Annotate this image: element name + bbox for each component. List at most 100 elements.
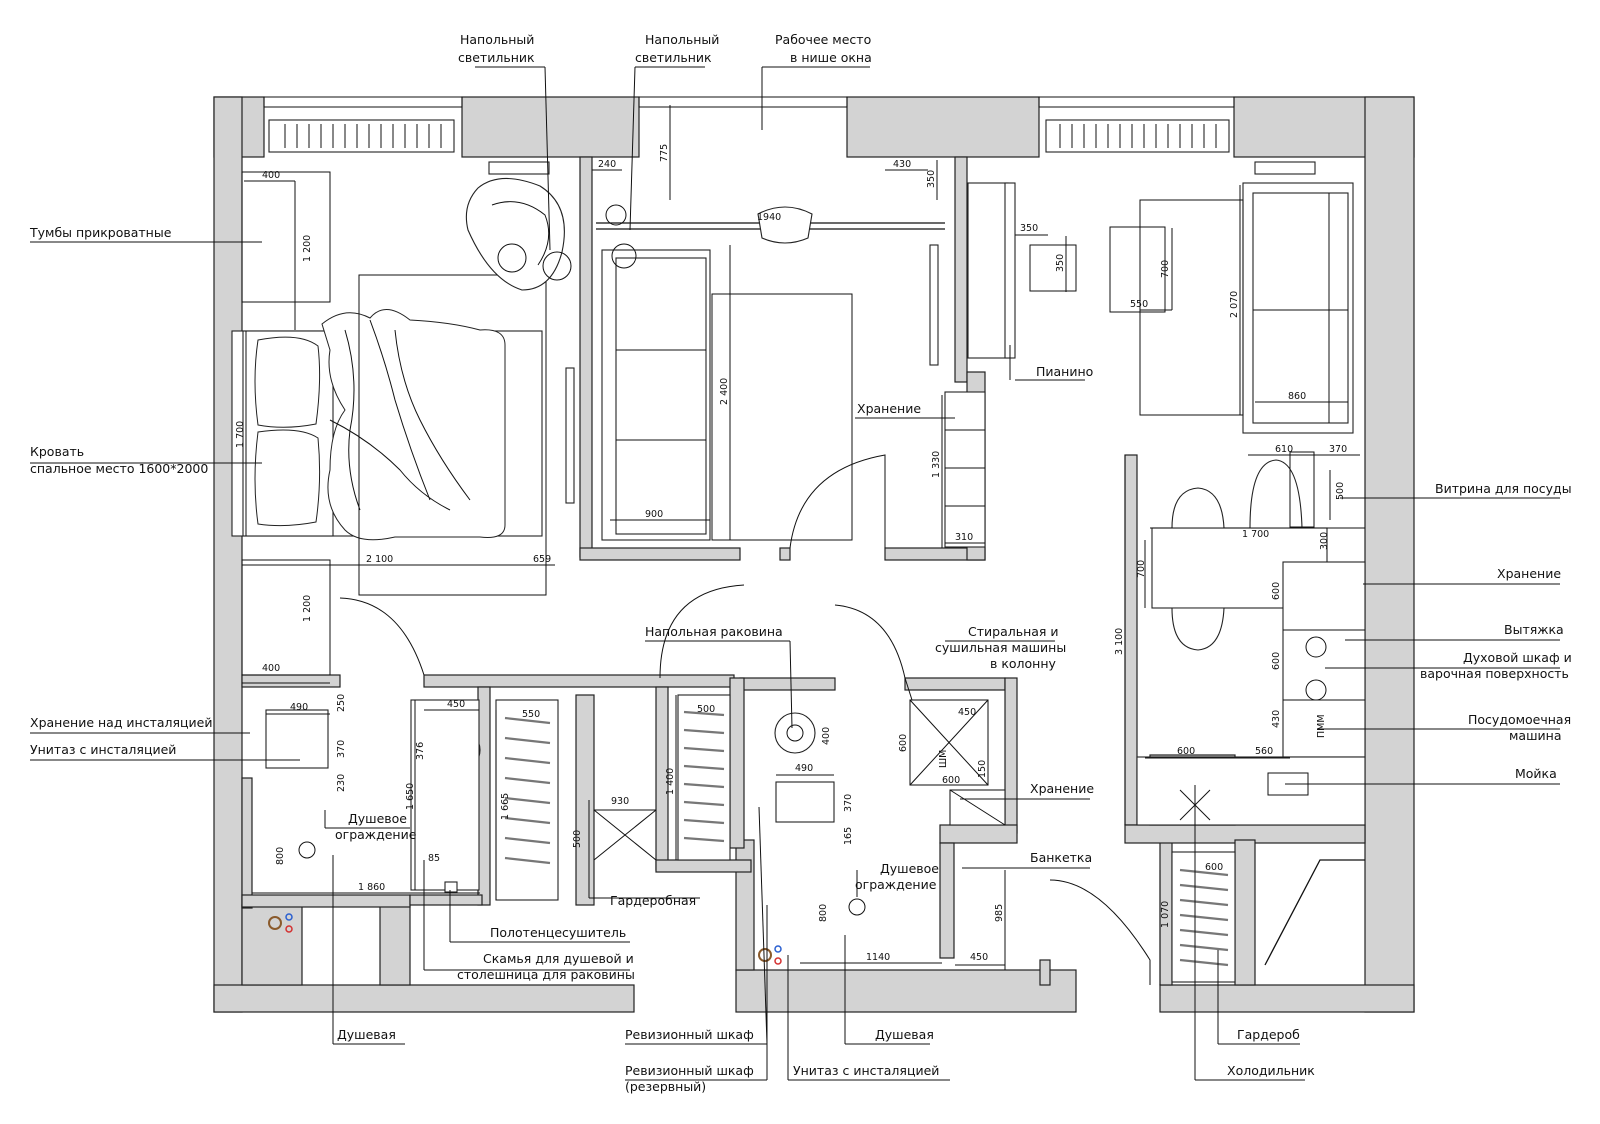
label-dishwasher: Посудомоечная <box>1468 712 1571 727</box>
dim-value: 1 200 <box>302 235 313 262</box>
dim-value: 400 <box>262 170 280 181</box>
svg-text:спальное место 1600*2000: спальное место 1600*2000 <box>30 461 208 476</box>
rug <box>358 274 547 596</box>
towel-dryer <box>444 881 458 893</box>
entry-door-arc <box>1049 879 1151 985</box>
dim-value: 1940 <box>757 212 781 223</box>
dim-value: 165 <box>843 827 854 845</box>
label-hood: Вытяжка <box>1504 622 1564 637</box>
shower-bench <box>410 699 480 891</box>
armchair-icon <box>465 177 572 291</box>
dim-value: 1 860 <box>358 882 385 893</box>
dim-value: 240 <box>598 159 616 170</box>
dim-value: 1 330 <box>931 451 942 478</box>
dim-value: 150 <box>977 760 988 778</box>
dim-value: 500 <box>697 704 715 715</box>
svg-text:ограждение: ограждение <box>335 827 417 842</box>
dim-value: 3 100 <box>1114 628 1125 655</box>
sink-counter <box>1136 756 1366 826</box>
dim-value: 600 <box>942 775 960 786</box>
svg-text:светильник: светильник <box>635 50 712 65</box>
dimension-labels: 400 1 200 240 775 430 350 1940 350 350 7… <box>235 144 1347 963</box>
dim-value: 370 <box>843 794 854 812</box>
door-arc <box>834 604 906 679</box>
dimension-lines <box>242 105 1365 985</box>
dim-value: 700 <box>1136 560 1147 578</box>
label-wardrobe: Гардероб <box>1237 1027 1300 1042</box>
stove-icon <box>1305 636 1327 701</box>
label-workplace: Рабочее место <box>775 32 871 47</box>
rug <box>711 293 853 541</box>
dim-value: 490 <box>795 763 813 774</box>
svg-text:столешница для раковины: столешница для раковины <box>457 967 635 982</box>
dim-value: 450 <box>447 699 465 710</box>
dim-value: 400 <box>821 727 832 745</box>
leader-lines <box>30 66 1560 1081</box>
dim-value: 1 650 <box>405 783 416 810</box>
dim-value: 500 <box>1335 482 1346 500</box>
dim-value: 1 700 <box>1242 529 1269 540</box>
label-toilet-right: Унитаз с инсталяцией <box>793 1063 939 1078</box>
label-shower-bench: Скамья для душевой и <box>483 951 634 966</box>
label-oven: Духовой шкаф и <box>1463 650 1572 665</box>
dim-value: 450 <box>958 707 976 718</box>
dim-value: 550 <box>522 709 540 720</box>
dim-value: 775 <box>659 144 670 162</box>
room-labels: Напольный светильник Напольный светильни… <box>29 32 1572 1094</box>
pipe-valves <box>268 913 782 965</box>
dim-value: 600 <box>1271 652 1282 670</box>
dim-value: 85 <box>428 853 440 864</box>
dim-value: 300 <box>1319 532 1330 550</box>
dim-value: 350 <box>1055 254 1066 272</box>
label-dish-display: Витрина для посуды <box>1435 481 1572 496</box>
dim-value: 450 <box>970 952 988 963</box>
dim-value: 1140 <box>866 952 890 963</box>
dim-value: 310 <box>955 532 973 543</box>
sofa-icon <box>1242 182 1354 434</box>
nightstand <box>241 559 331 676</box>
svg-text:в колонну: в колонну <box>990 656 1057 671</box>
svg-text:машина: машина <box>1509 728 1561 743</box>
chair-icon <box>605 204 813 244</box>
dim-value: 985 <box>994 904 1005 922</box>
toilet-icon <box>265 709 835 823</box>
side-table <box>1109 226 1166 313</box>
shower-icon <box>298 841 866 916</box>
kitchen-counter <box>1282 561 1366 758</box>
dim-value: 250 <box>336 694 347 712</box>
dim-value: 930 <box>611 796 629 807</box>
outer-walls <box>213 96 1415 1013</box>
svg-text:ограждение: ограждение <box>855 877 937 892</box>
label-floor-sink: Напольная раковина <box>645 624 783 639</box>
dim-value: 600 <box>1205 862 1223 873</box>
hallway-wardrobe <box>1171 851 1236 983</box>
label-toilet-left: Унитаз с инсталяцией <box>30 742 176 757</box>
label-nightstands: Тумбы прикроватные <box>29 225 172 240</box>
label-bench: Банкетка <box>1030 850 1092 865</box>
dish-display-cabinet <box>1289 451 1315 528</box>
dim-value: 600 <box>1177 746 1195 757</box>
dim-value: 659 <box>533 554 551 565</box>
dim-value: 376 <box>415 742 426 760</box>
label-piano: Пианино <box>1036 364 1093 379</box>
dim-value: 490 <box>290 702 308 713</box>
dim-value: 600 <box>898 734 909 752</box>
dim-value: 610 <box>1275 444 1293 455</box>
dim-value: ПММ <box>1316 714 1327 738</box>
dim-value: 2 070 <box>1229 291 1240 318</box>
storage-cabinet <box>944 391 986 548</box>
label-walk-in: Гардеробная <box>610 893 696 908</box>
bed-icon <box>231 309 543 541</box>
dim-value: 1 400 <box>665 768 676 795</box>
door-arc <box>789 454 886 549</box>
svg-text:(резервный): (резервный) <box>625 1079 706 1094</box>
dim-value: 1 070 <box>1160 901 1171 928</box>
rug <box>1139 199 1244 416</box>
dim-value: 600 <box>1271 582 1282 600</box>
radiator-icon <box>268 119 1316 175</box>
label-fridge: Холодильник <box>1227 1063 1315 1078</box>
dim-value: 500 <box>572 830 583 848</box>
storage-hall-cabinet <box>949 789 1006 826</box>
dim-value: 860 <box>1288 391 1306 402</box>
walk-in-closet <box>495 694 731 901</box>
